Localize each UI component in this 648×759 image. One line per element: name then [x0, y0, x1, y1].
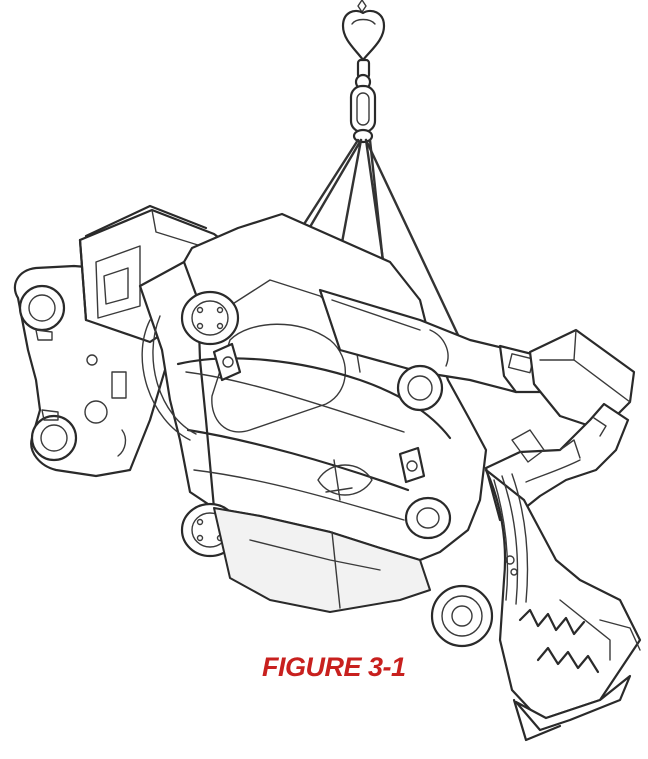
lower-body — [213, 507, 431, 613]
lifting-lug-right — [398, 446, 426, 484]
logo-decal — [317, 459, 373, 501]
crane-hook-icon — [341, 0, 386, 91]
pivot-pin-lower-center — [404, 496, 452, 540]
lower-jaw — [484, 468, 642, 742]
pivot-pin-upper-left — [180, 290, 240, 346]
hose-loop — [141, 315, 197, 441]
figure-caption: FIGURE 3-1 — [262, 652, 406, 682]
jaw-pivot-hub — [430, 584, 494, 648]
lifting-lug-left — [212, 342, 242, 382]
pivot-pin-center-right — [396, 364, 444, 412]
master-link-icon — [349, 84, 377, 144]
